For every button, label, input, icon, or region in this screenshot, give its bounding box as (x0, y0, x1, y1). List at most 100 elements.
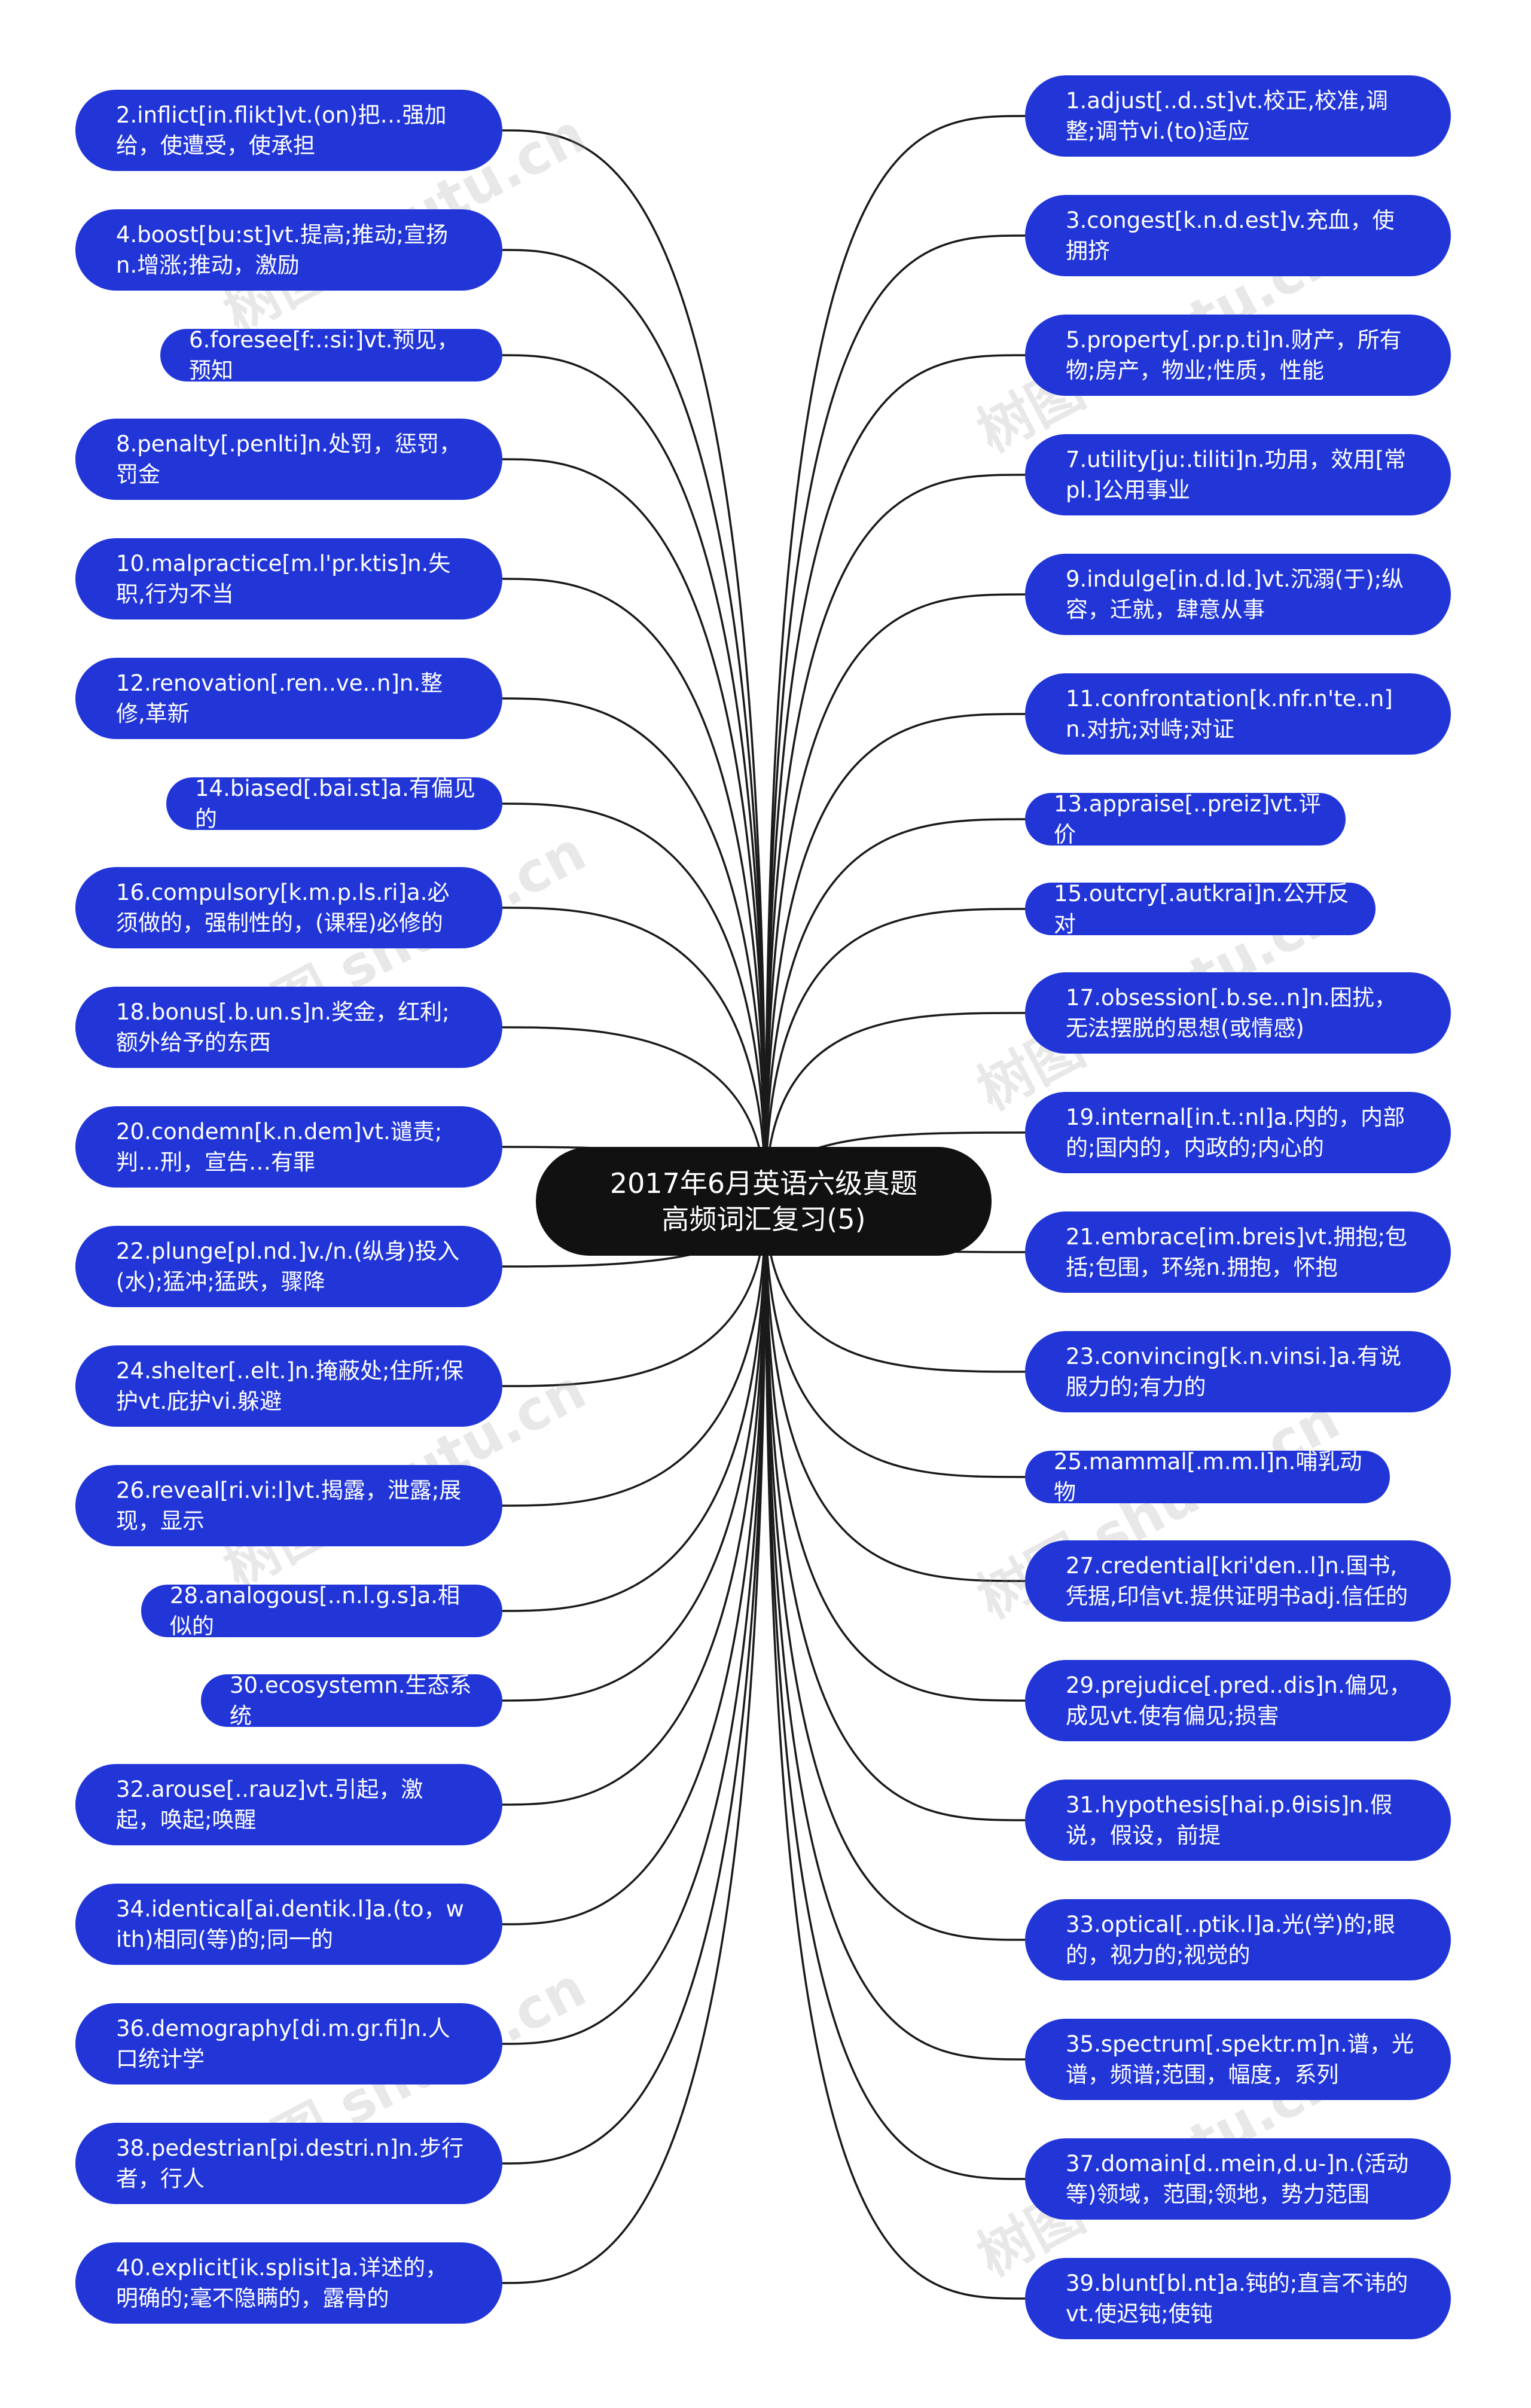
right-branch-node-17[interactable]: 33.optical[..ptik.l]a.光(学)的;眼的，视力的;视觉的 (1025, 1899, 1451, 1980)
left-branch-node-10[interactable]: 20.condemn[k.n.dem]vt.谴责;判…刑，宣告…有罪 (75, 1106, 502, 1188)
right-branch-label: 7.utility[ju:.tiliti]n.功用，效用[常pl.]公用事业 (1066, 447, 1407, 503)
left-branch-node-13[interactable]: 26.reveal[ri.vi:l]vt.揭露，泄露;展现，显示 (75, 1465, 502, 1546)
left-connector-14 (502, 1201, 767, 1612)
right-branch-node-6[interactable]: 11.confrontation[k.nfr.n'te..n]n.对抗;对峙;对… (1025, 673, 1451, 755)
left-branch-node-17[interactable]: 34.identical[ai.dentik.l]a.(to，with)相同(等… (75, 1884, 502, 1965)
left-branch-label: 28.analogous[..n.l.g.s]a.相似的 (170, 1583, 460, 1639)
left-branch-label: 14.biased[.bai.st]a.有偏见的 (195, 776, 475, 832)
left-branch-label: 2.inflict[in.flikt]vt.(on)把…强加给，使遭受，使承担 (116, 102, 447, 158)
central-topic[interactable]: 2017年6月英语六级真题 高频词汇复习(5) (536, 1147, 992, 1256)
right-branch-label: 29.prejudice[.pred..dis]n.偏见，成见vt.使有偏见;损… (1066, 1673, 1411, 1729)
left-branch-node-12[interactable]: 24.shelter[..elt.]n.掩蔽处;住所;保护vt.庇护vi.躲避 (75, 1345, 502, 1427)
right-connector-6 (764, 713, 1026, 1202)
right-branch-label: 33.optical[..ptik.l]a.光(学)的;眼的，视力的;视觉的 (1066, 1912, 1395, 1968)
left-connector-2 (502, 249, 767, 1202)
right-branch-label: 39.blunt[bl.nt]a.钝的;直言不讳的vt.使迟钝;使钝 (1066, 2270, 1408, 2327)
right-branch-label: 5.property[.pr.p.ti]n.财产，所有物;房产，物业;性质，性能 (1066, 327, 1402, 383)
right-branch-node-19[interactable]: 37.domain[d..mein,d.u-]n.(活动等)领域，范围;领地，势… (1025, 2138, 1451, 2220)
right-branch-node-9[interactable]: 17.obsession[.b.se..n]n.困扰，无法摆脱的思想(或情感) (1025, 972, 1451, 1054)
left-branch-label: 32.arouse[..rauz]vt.引起，激起，唤起;唤醒 (116, 1777, 423, 1833)
left-branch-label: 4.boost[bu:st]vt.提高;推动;宣扬n.增涨;推动，激励 (116, 222, 448, 278)
right-branch-label: 11.confrontation[k.nfr.n'te..n]n.对抗;对峙;对… (1066, 686, 1393, 742)
left-branch-node-11[interactable]: 22.plunge[pl.nd.]v./n.(纵身)投入(水);猛冲;猛跌，骤降 (75, 1226, 502, 1307)
left-branch-node-14[interactable]: 28.analogous[..n.l.g.s]a.相似的 (141, 1583, 502, 1639)
left-branch-node-18[interactable]: 36.demography[di.m.gr.fi]n.人口统计学 (75, 2003, 502, 2085)
left-branch-node-9[interactable]: 18.bonus[.b.un.s]n.奖金，红利;额外给予的东西 (75, 987, 502, 1068)
left-branch-node-20[interactable]: 40.explicit[ik.splisit]a.详述的，明确的;毫不隐瞒的，露… (75, 2242, 502, 2324)
left-branch-node-2[interactable]: 4.boost[bu:st]vt.提高;推动;宣扬n.增涨;推动，激励 (75, 209, 502, 291)
right-connector-14 (764, 1201, 1026, 1582)
left-connector-9 (502, 1026, 767, 1202)
right-branch-label: 9.indulge[in.d.ld.]vt.沉溺(于);纵容，迁就，肆意从事 (1066, 566, 1404, 622)
right-connector-15 (764, 1201, 1026, 1702)
right-connector-8 (764, 908, 1026, 1202)
left-branch-label: 16.compulsory[k.m.p.ls.ri]a.必须做的，强制性的，(课… (116, 880, 450, 936)
right-branch-node-2[interactable]: 3.congest[k.n.d.est]v.充血，使拥挤 (1025, 195, 1451, 276)
left-connector-5 (502, 578, 767, 1202)
left-branch-label: 26.reveal[ri.vi:l]vt.揭露，泄露;展现，显示 (116, 1478, 462, 1534)
left-branch-node-16[interactable]: 32.arouse[..rauz]vt.引起，激起，唤起;唤醒 (75, 1764, 502, 1845)
left-branch-node-5[interactable]: 10.malpractice[m.l'pr.ktis]n.失职,行为不当 (75, 538, 502, 619)
left-branch-label: 8.penalty[.penlti]n.处罚，惩罚，罚金 (116, 431, 461, 487)
left-branch-node-6[interactable]: 12.renovation[.ren..ve..n]n.整修,革新 (75, 658, 502, 739)
right-connector-5 (764, 593, 1026, 1202)
right-branch-label: 27.credential[kri'den..l]n.国书,凭据,印信vt.提供… (1066, 1553, 1408, 1609)
right-branch-label: 31.hypothesis[hai.p.θisis]n.假说，假设，前提 (1066, 1792, 1393, 1848)
right-connector-13 (764, 1201, 1026, 1478)
right-connector-19 (764, 1201, 1026, 2180)
left-connector-4 (502, 458, 767, 1202)
right-branch-node-12[interactable]: 23.convincing[k.n.vinsi.]a.有说服力的;有力的 (1025, 1331, 1451, 1412)
left-branch-node-8[interactable]: 16.compulsory[k.m.p.ls.ri]a.必须做的，强制性的，(课… (75, 867, 502, 948)
left-branch-node-1[interactable]: 2.inflict[in.flikt]vt.(on)把…强加给，使遭受，使承担 (75, 90, 502, 171)
right-connector-7 (764, 818, 1026, 1202)
right-branch-node-13[interactable]: 25.mammal[.m.m.l]n.哺乳动物 (1025, 1449, 1390, 1505)
left-branch-node-4[interactable]: 8.penalty[.penlti]n.处罚，惩罚，罚金 (75, 419, 502, 500)
right-branch-node-15[interactable]: 29.prejudice[.pred..dis]n.偏见，成见vt.使有偏见;损… (1025, 1660, 1451, 1741)
right-branch-label: 17.obsession[.b.se..n]n.困扰，无法摆脱的思想(或情感) (1066, 985, 1397, 1041)
right-branch-node-7[interactable]: 13.appraise[..preiz]vt.评价 (1025, 791, 1346, 847)
left-connector-15 (502, 1201, 767, 1702)
right-branch-node-3[interactable]: 5.property[.pr.p.ti]n.财产，所有物;房产，物业;性质，性能 (1025, 315, 1451, 396)
right-branch-node-10[interactable]: 19.internal[in.t.:nl]a.内的，内部的;国内的，内政的;内心… (1025, 1092, 1451, 1173)
left-branch-label: 18.bonus[.b.un.s]n.奖金，红利;额外给予的东西 (116, 999, 450, 1055)
right-branch-label: 35.spectrum[.spektr.m]n.谱，光谱，频谱;范围，幅度，系列 (1066, 2031, 1414, 2087)
right-branch-node-14[interactable]: 27.credential[kri'den..l]n.国书,凭据,印信vt.提供… (1025, 1540, 1451, 1622)
left-connector-20 (502, 1201, 767, 2284)
right-connector-18 (764, 1201, 1026, 2061)
right-branch-node-18[interactable]: 35.spectrum[.spektr.m]n.谱，光谱，频谱;范围，幅度，系列 (1025, 2019, 1451, 2100)
right-connector-9 (764, 1012, 1026, 1202)
left-branch-label: 30.ecosystemn.生态系统 (230, 1673, 472, 1729)
left-connector-7 (502, 802, 767, 1202)
right-branch-label: 23.convincing[k.n.vinsi.]a.有说服力的;有力的 (1066, 1344, 1402, 1400)
right-connector-1 (764, 115, 1026, 1202)
left-connector-1 (502, 129, 767, 1202)
left-branch-label: 38.pedestrian[pi.destri.n]n.步行者，行人 (116, 2135, 464, 2192)
left-connector-12 (502, 1201, 767, 1387)
left-connector-8 (502, 907, 767, 1202)
left-connector-13 (502, 1201, 767, 1507)
left-branch-label: 10.malpractice[m.l'pr.ktis]n.失职,行为不当 (116, 551, 451, 607)
right-branch-label: 21.embrace[im.breis]vt.拥抱;包括;包围，环绕n.拥抱，怀… (1066, 1224, 1407, 1280)
right-branch-label: 25.mammal[.m.m.l]n.哺乳动物 (1054, 1449, 1362, 1505)
right-branch-node-16[interactable]: 31.hypothesis[hai.p.θisis]n.假说，假设，前提 (1025, 1780, 1451, 1861)
left-branch-label: 40.explicit[ik.splisit]a.详述的，明确的;毫不隐瞒的，露… (116, 2255, 448, 2311)
right-connector-16 (764, 1201, 1026, 1821)
right-branch-node-4[interactable]: 7.utility[ju:.tiliti]n.功用，效用[常pl.]公用事业 (1025, 434, 1451, 515)
right-branch-label: 15.outcry[.autkrai]n.公开反对 (1054, 881, 1349, 937)
right-connector-3 (764, 354, 1026, 1202)
left-branch-label: 12.renovation[.ren..ve..n]n.整修,革新 (116, 670, 443, 727)
left-connector-16 (502, 1201, 767, 1806)
right-branch-node-1[interactable]: 1.adjust[..d..st]vt.校正,校准,调整;调节vi.(to)适应 (1025, 75, 1451, 157)
right-branch-node-11[interactable]: 21.embrace[im.breis]vt.拥抱;包括;包围，环绕n.拥抱，怀… (1025, 1211, 1451, 1293)
right-branch-node-20[interactable]: 39.blunt[bl.nt]a.钝的;直言不讳的vt.使迟钝;使钝 (1025, 2258, 1451, 2339)
left-branch-node-7[interactable]: 14.biased[.bai.st]a.有偏见的 (166, 776, 502, 832)
central-topic-line2: 高频词汇复习(5) (661, 1203, 866, 1235)
left-branch-label: 22.plunge[pl.nd.]v./n.(纵身)投入(水);猛冲;猛跌，骤降 (116, 1238, 460, 1295)
left-branch-node-19[interactable]: 38.pedestrian[pi.destri.n]n.步行者，行人 (75, 2123, 502, 2204)
left-connector-19 (502, 1201, 767, 2165)
left-branch-node-3[interactable]: 6.foresee[f:.:si:]vt.预见，预知 (160, 327, 502, 383)
right-branch-node-5[interactable]: 9.indulge[in.d.ld.]vt.沉溺(于);纵容，迁就，肆意从事 (1025, 554, 1451, 635)
right-branch-label: 3.congest[k.n.d.est]v.充血，使拥挤 (1066, 207, 1395, 264)
left-branch-node-15[interactable]: 30.ecosystemn.生态系统 (201, 1673, 502, 1729)
right-branch-node-8[interactable]: 15.outcry[.autkrai]n.公开反对 (1025, 881, 1376, 937)
